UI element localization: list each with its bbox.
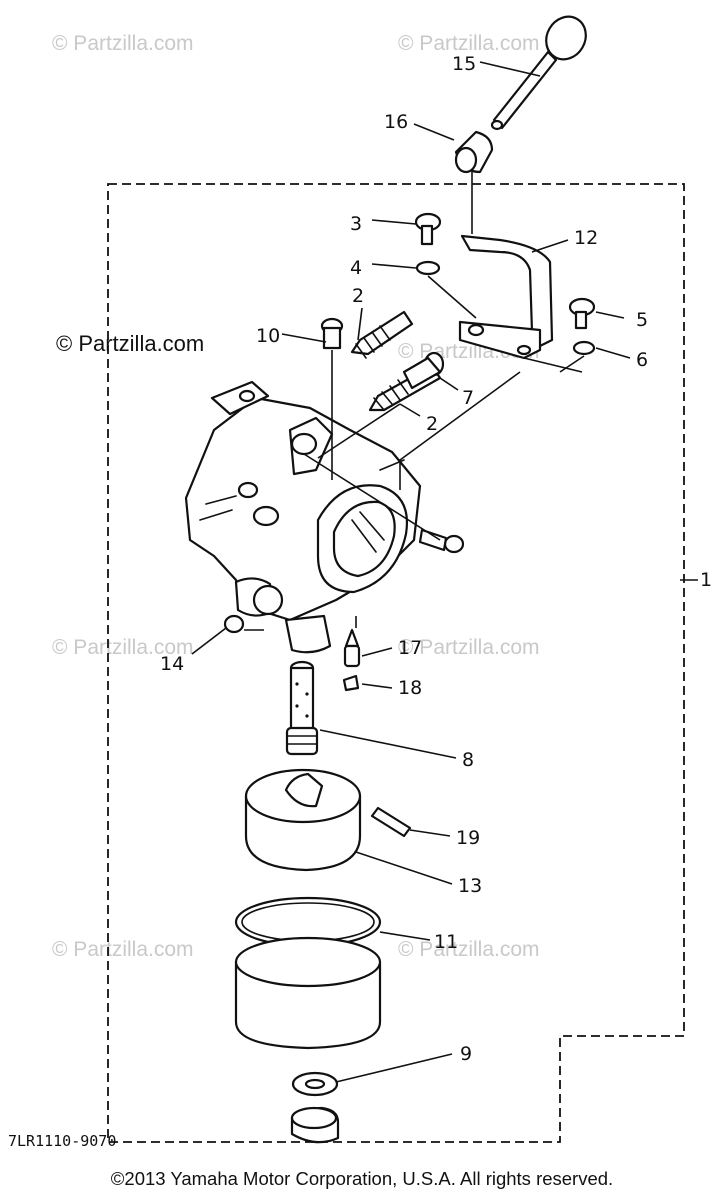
clip-18 bbox=[342, 674, 360, 692]
callout-1: 1 bbox=[700, 569, 712, 591]
callout-17: 17 bbox=[398, 637, 422, 659]
callout-14: 14 bbox=[160, 653, 184, 675]
watermark: © Partzilla.com bbox=[52, 636, 194, 659]
grommet bbox=[454, 130, 494, 174]
pilot-screw-7 bbox=[402, 351, 445, 390]
screw-5 bbox=[568, 297, 596, 330]
callout-7: 7 bbox=[462, 387, 474, 409]
callouts: 1 2 2 3 4 5 6 7 8 9 10 11 12 13 14 15 16… bbox=[160, 53, 712, 1065]
screw-3 bbox=[414, 212, 442, 246]
float-pin-19 bbox=[370, 806, 412, 838]
callout-16: 16 bbox=[384, 111, 408, 133]
watermark: © Partzilla.com bbox=[398, 636, 540, 659]
screw-10 bbox=[320, 317, 344, 350]
partzilla-watermark: © Partzilla.com bbox=[56, 331, 205, 356]
callout-11: 11 bbox=[434, 931, 458, 953]
callout-6: 6 bbox=[636, 349, 648, 371]
washer-9 bbox=[291, 1071, 339, 1097]
plug-14 bbox=[223, 614, 245, 634]
callout-9: 9 bbox=[460, 1043, 472, 1065]
drain-plug bbox=[290, 1106, 340, 1144]
choke-bracket bbox=[458, 234, 554, 360]
callout-2: 2 bbox=[426, 413, 438, 435]
choke-knob-rod bbox=[490, 15, 587, 131]
callout-19: 19 bbox=[456, 827, 480, 849]
washer-4 bbox=[415, 260, 441, 276]
copyright-notice: ©2013 Yamaha Motor Corporation, U.S.A. A… bbox=[110, 1168, 614, 1189]
adjust-screw-upper bbox=[350, 310, 414, 359]
watermark: © Partzilla.com bbox=[398, 32, 540, 55]
callout-8: 8 bbox=[462, 749, 474, 771]
float-bowl bbox=[234, 936, 382, 1050]
callout-13: 13 bbox=[458, 875, 482, 897]
leader-lines bbox=[191, 61, 698, 1083]
float-13 bbox=[244, 768, 362, 872]
carburetor-body bbox=[184, 380, 422, 654]
washer-6 bbox=[572, 340, 596, 356]
body-screw bbox=[418, 528, 465, 554]
callout-18: 18 bbox=[398, 677, 422, 699]
callout-3: 3 bbox=[350, 213, 362, 235]
callout-12: 12 bbox=[574, 227, 598, 249]
main-nozzle-8 bbox=[285, 660, 319, 756]
needle-valve-17 bbox=[343, 628, 361, 668]
callout-4: 4 bbox=[350, 257, 362, 279]
assembly-frame bbox=[107, 183, 685, 1143]
callout-10: 10 bbox=[256, 325, 280, 347]
watermark: © Partzilla.com bbox=[52, 32, 194, 55]
watermark: © Partzilla.com bbox=[398, 938, 540, 961]
callout-15: 15 bbox=[452, 53, 476, 75]
diagram-code: 7LR1110-9070 bbox=[8, 1132, 116, 1150]
callout-5: 5 bbox=[636, 309, 648, 331]
callout-2: 2 bbox=[352, 285, 364, 307]
watermark: © Partzilla.com bbox=[52, 938, 194, 961]
